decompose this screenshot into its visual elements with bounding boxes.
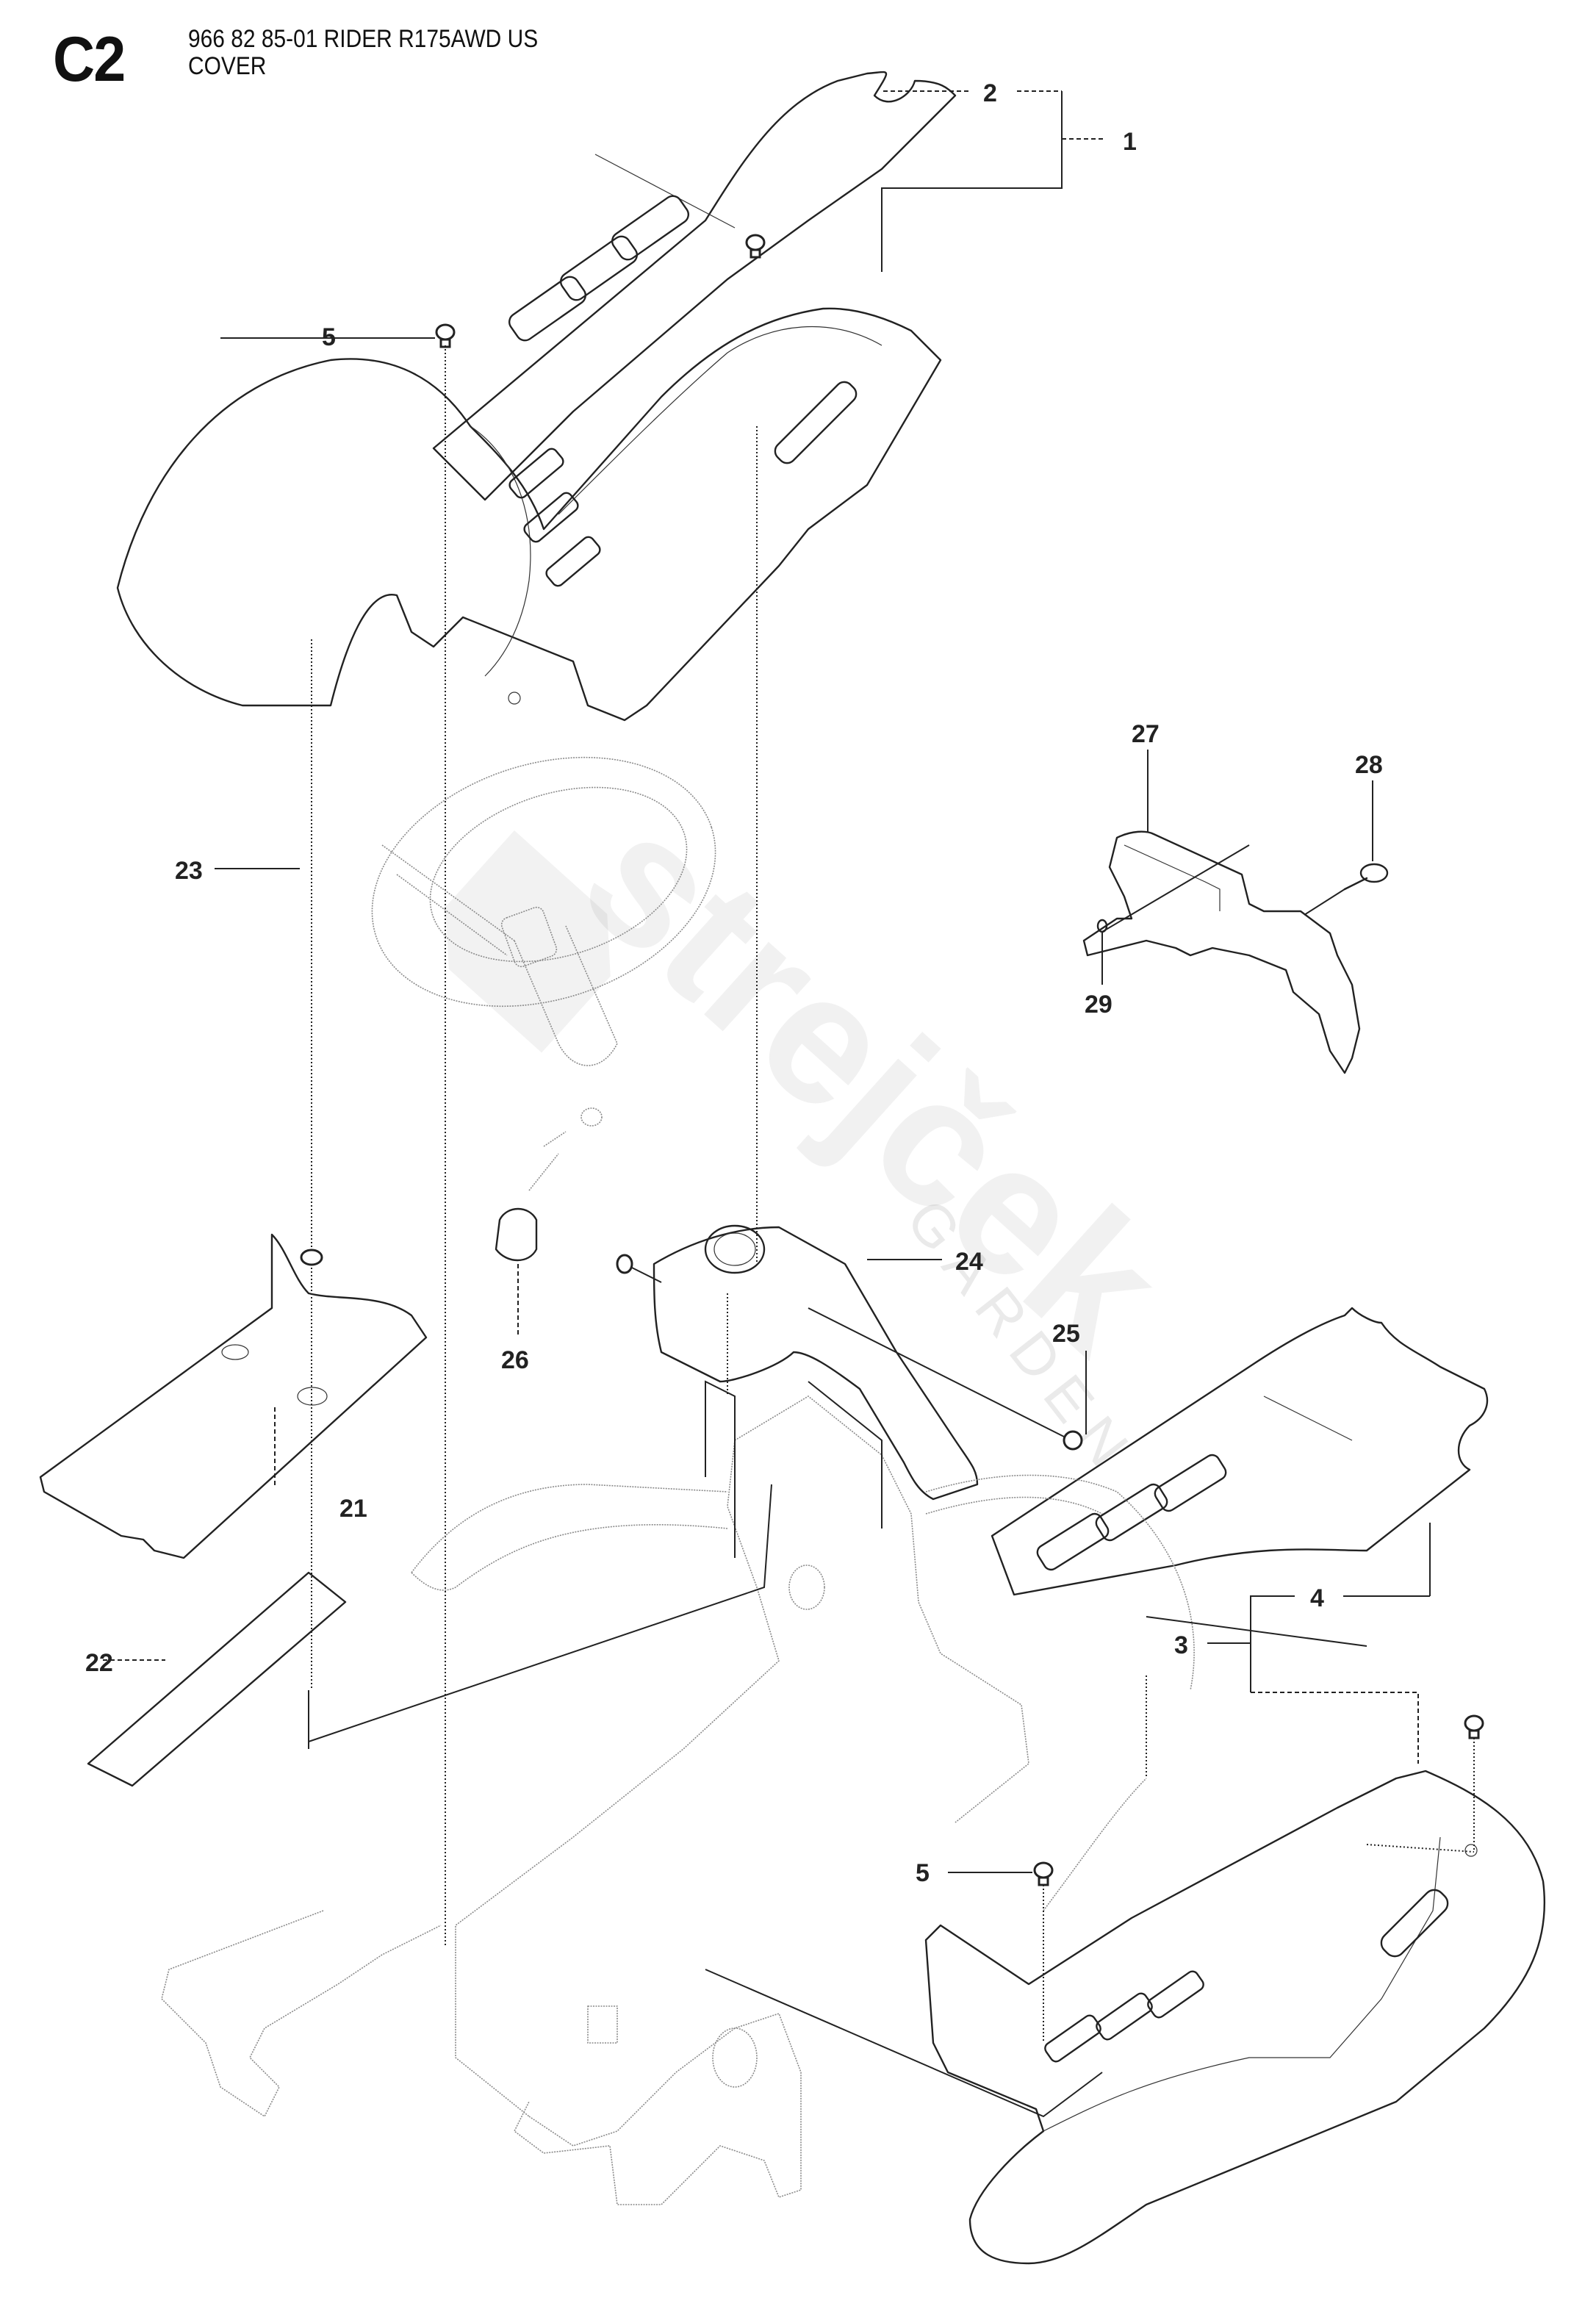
screw-5-rear[interactable]	[1033, 1861, 1054, 1886]
leader-4	[1250, 1523, 1431, 1692]
part-rear-cover[interactable]	[924, 1770, 1546, 2265]
callout-24[interactable]: 24	[955, 1248, 983, 1276]
callout-1[interactable]: 1	[1123, 128, 1137, 156]
callout-4[interactable]: 4	[1310, 1584, 1324, 1612]
screw-5-top[interactable]	[435, 323, 456, 348]
construction-line-c	[808, 1381, 883, 1529]
guide-line-rear-hole	[1146, 1675, 1475, 1853]
part-pin[interactable]	[1304, 863, 1389, 916]
screw-24-left[interactable]	[616, 1254, 633, 1274]
part-front-mat[interactable]	[432, 71, 957, 501]
part-front-cover[interactable]	[116, 307, 942, 722]
construction-line-e	[1146, 1616, 1367, 1647]
construction-line-d	[705, 1969, 1103, 2118]
callout-22[interactable]: 22	[85, 1649, 113, 1677]
callout-25[interactable]: 25	[1052, 1320, 1080, 1348]
callout-23[interactable]: 23	[175, 857, 203, 885]
callout-2[interactable]: 2	[983, 79, 997, 107]
part-bolt	[528, 1107, 603, 1191]
part-rear-mat[interactable]	[991, 1307, 1489, 1596]
screw-rear-right[interactable]	[1464, 1714, 1484, 1739]
part-side-panel[interactable]	[39, 1233, 428, 1559]
part-column-cover[interactable]	[616, 1224, 979, 1501]
model-line: 966 82 85-01 RIDER R175AWD US	[188, 25, 539, 53]
chassis-frame	[161, 1396, 1195, 2205]
part-knob-cap[interactable]	[495, 1207, 538, 1337]
callout-29[interactable]: 29	[1085, 991, 1112, 1019]
screw-5-top-right[interactable]	[745, 234, 766, 259]
part-side-strip[interactable]	[87, 1571, 347, 1787]
callout-26[interactable]: 26	[501, 1346, 529, 1374]
construction-line-b	[705, 1380, 736, 1558]
steering-wheel	[371, 756, 716, 1066]
callout-21[interactable]: 21	[339, 1495, 367, 1523]
leader-3-tail	[1251, 1692, 1419, 1764]
callout-28[interactable]: 28	[1355, 751, 1383, 779]
screw-25[interactable]	[808, 1307, 1083, 1451]
part-shield[interactable]	[1082, 830, 1361, 1074]
watermark-brand: strejček	[547, 773, 1201, 1390]
watermark: strejček GARDEN	[445, 773, 1201, 1488]
callout-27[interactable]: 27	[1132, 720, 1160, 748]
section-code: C2	[53, 24, 126, 95]
callout-5-rear[interactable]: 5	[916, 1859, 930, 1887]
screw-23[interactable]	[300, 1249, 323, 1266]
leader-1-bracket	[881, 91, 1063, 272]
construction-line-a	[308, 1484, 772, 1742]
callout-5-top[interactable]: 5	[322, 323, 336, 351]
callout-3[interactable]: 3	[1174, 1631, 1188, 1659]
section-title: COVER	[188, 52, 267, 80]
